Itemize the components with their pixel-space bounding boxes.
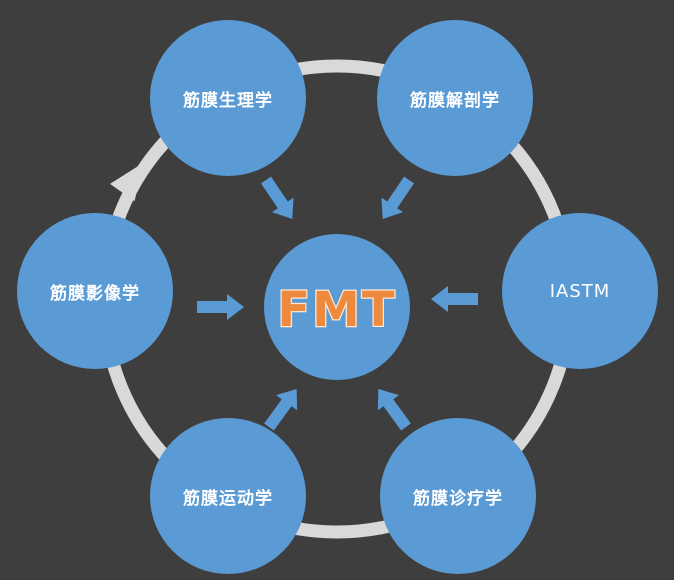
arrow-left-to-center-icon [197, 294, 244, 320]
node-fascia-anatomy: 筋膜解剖学 [377, 20, 533, 176]
arrow-top-right-to-center-icon [371, 172, 420, 227]
node-fascia-physiology: 筋膜生理学 [150, 20, 306, 176]
fmt-center-label: FMT [277, 282, 396, 338]
arrow-bottom-left-to-center-icon [258, 381, 308, 435]
node-fascia-kinesiology: 筋膜运动学 [150, 418, 306, 574]
node-fascia-anatomy-label: 筋膜解剖学 [410, 90, 500, 111]
node-fascia-imaging-label: 筋膜影像学 [50, 283, 140, 304]
fmt-text-graphic: FMT [276, 281, 396, 340]
node-fascia-therapy-label: 筋膜诊疗学 [413, 488, 503, 509]
node-fascia-imaging: 筋膜影像学 [17, 213, 173, 369]
arrow-top-left-to-center-icon [255, 172, 304, 227]
node-iastm: IASTM [502, 213, 658, 369]
arrow-right-to-center-icon [431, 286, 478, 312]
arrow-bottom-right-to-center-icon [367, 381, 417, 435]
node-fmt-center: FMT [264, 234, 410, 380]
node-fascia-therapy: 筋膜诊疗学 [380, 418, 536, 574]
node-fascia-kinesiology-label: 筋膜运动学 [183, 488, 273, 509]
ring-arrowhead-icon [110, 163, 143, 202]
node-fascia-physiology-label: 筋膜生理学 [183, 90, 273, 111]
node-iastm-label: IASTM [549, 280, 611, 302]
